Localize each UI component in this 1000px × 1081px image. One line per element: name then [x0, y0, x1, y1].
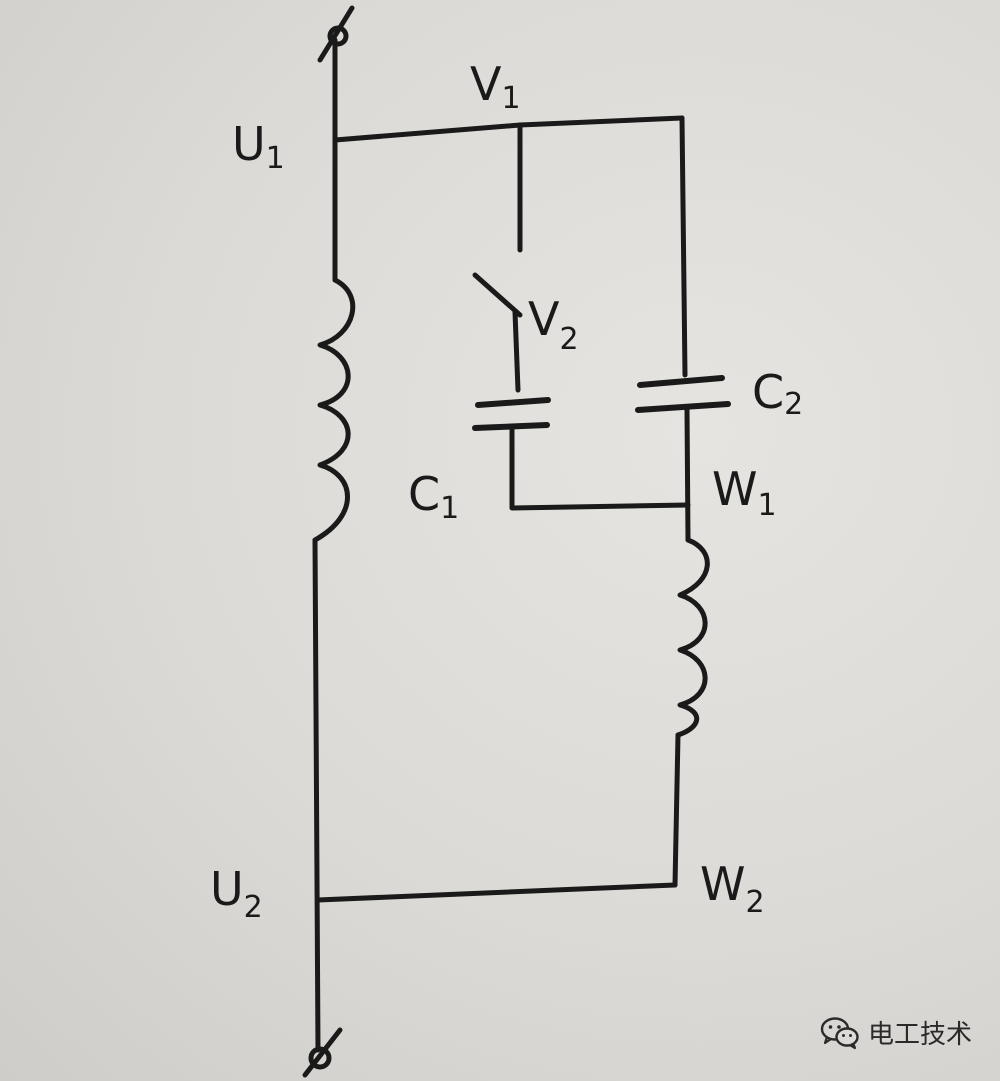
- wire-switch-to-c1: [512, 309, 521, 393]
- label-c2: C2: [752, 365, 803, 422]
- switch-v2-blade: [472, 272, 523, 318]
- main-winding-line: [302, 5, 356, 1078]
- label-c1: C1: [408, 467, 459, 526]
- label-v2: V2: [528, 292, 579, 357]
- watermark: 电工技术: [820, 1014, 972, 1051]
- main-inductor: [312, 277, 356, 543]
- wire-c2-to-w1: [684, 407, 691, 543]
- wire-c1-to-w1: [509, 425, 691, 511]
- wire-right-rail: [679, 115, 688, 378]
- label-u2: U2: [210, 862, 263, 925]
- capacitor-c1: [472, 397, 551, 431]
- wire-top-rail: [332, 115, 685, 143]
- label-v1: V1: [470, 57, 521, 116]
- top-terminal-slash: [317, 5, 355, 63]
- label-w2: W2: [700, 857, 765, 920]
- bottom-terminal-icon: [308, 1046, 332, 1070]
- wire-main-bottom: [312, 537, 321, 1053]
- secondary-inductor: [675, 537, 710, 738]
- watermark-text: 电工技术: [867, 1020, 972, 1050]
- label-u1: U1: [232, 117, 285, 176]
- bottom-terminal-slash: [302, 1027, 343, 1078]
- wechat-icon: [820, 1016, 859, 1049]
- wire-w2-to-u2: [315, 882, 678, 903]
- capacitor-c2: [635, 375, 731, 413]
- wire-w2-down: [672, 732, 681, 888]
- label-w1: W1: [712, 462, 777, 523]
